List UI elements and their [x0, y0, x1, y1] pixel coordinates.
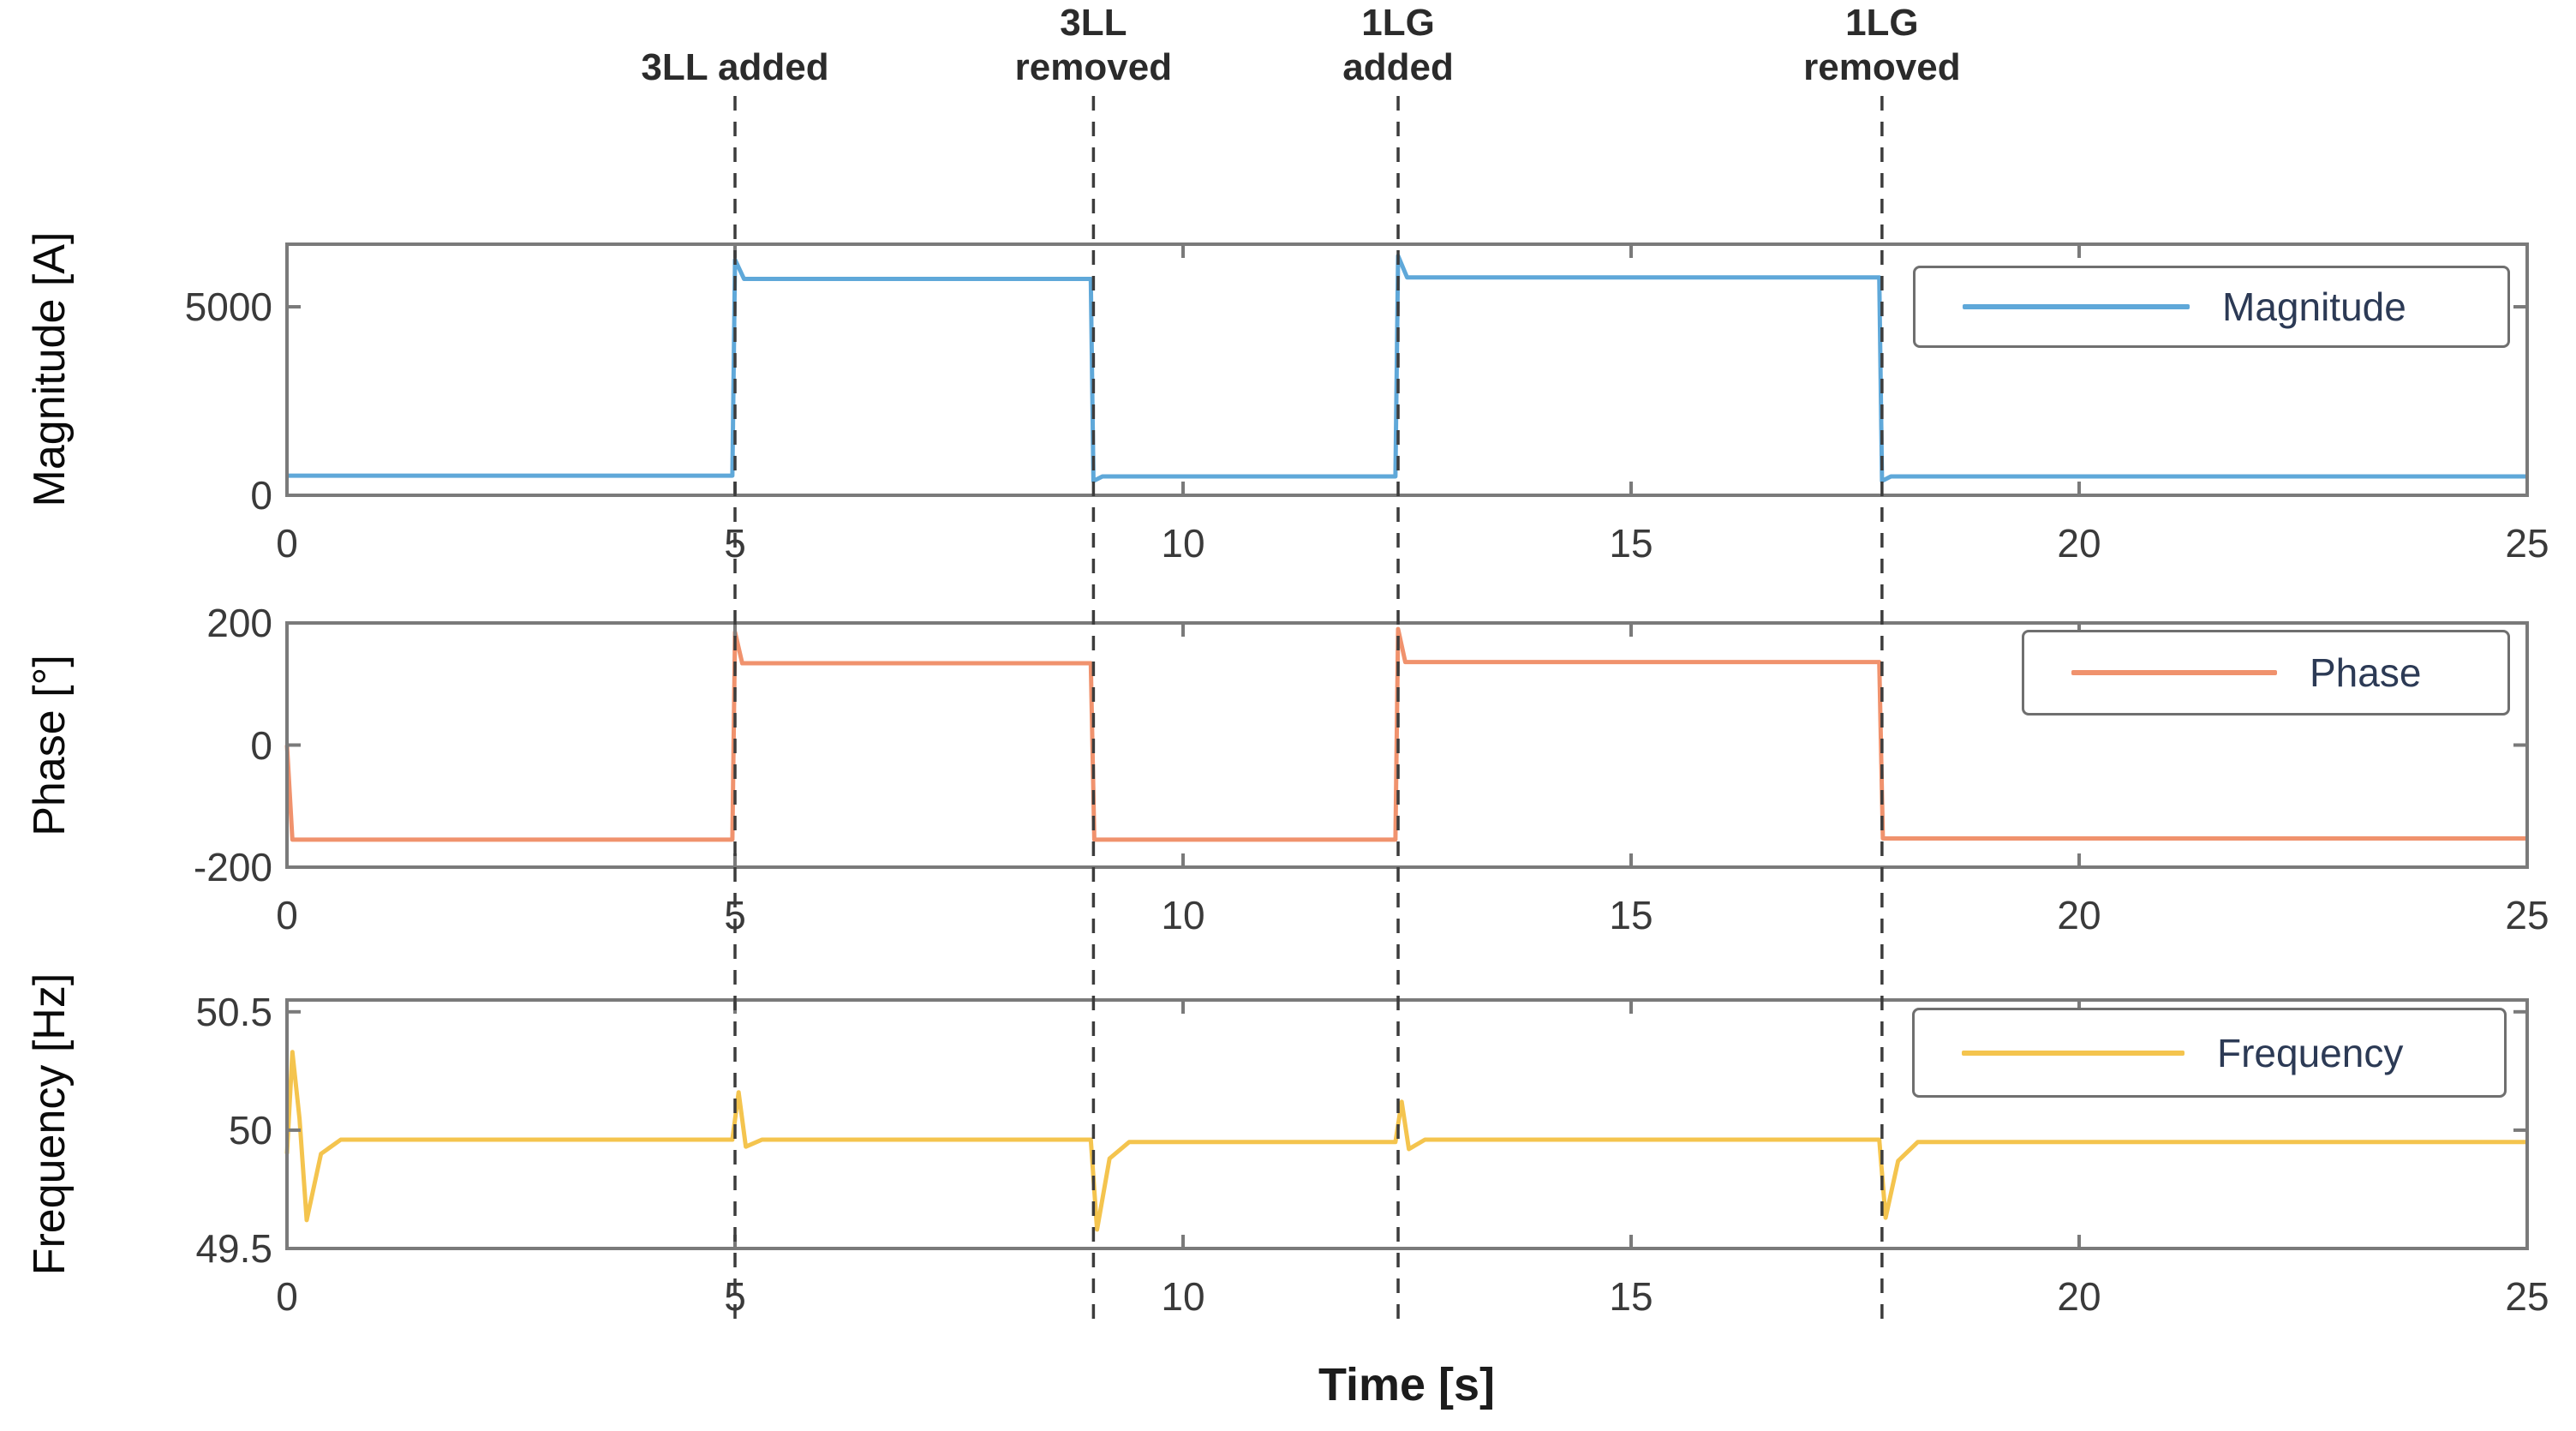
y-axis-label-frequency: Frequency [Hz] — [25, 973, 75, 1276]
legend-label-frequency: Frequency — [2217, 1030, 2404, 1075]
y-axis-label-phase: Phase [°] — [25, 655, 75, 836]
legend-line-sample-frequency — [1962, 1050, 2185, 1056]
frequency-line — [284, 1050, 2527, 1232]
legend-frequency: Frequency — [1912, 1008, 2507, 1098]
legend-line-sample-magnitude — [1963, 304, 2190, 309]
legend-phase: Phase — [2022, 630, 2510, 716]
magnitude-frame — [285, 242, 2529, 497]
legend-magnitude: Magnitude — [1913, 266, 2510, 348]
y-axis-label-magnitude: Magnitude [A] — [25, 231, 75, 507]
phase-line — [284, 626, 2527, 842]
legend-label-magnitude: Magnitude — [2222, 284, 2406, 329]
legend-label-phase: Phase — [2310, 650, 2422, 695]
frequency-frame — [285, 998, 2529, 1250]
legend-line-sample-phase — [2071, 670, 2277, 675]
x-axis-label: Time [s] — [1318, 1359, 1496, 1410]
